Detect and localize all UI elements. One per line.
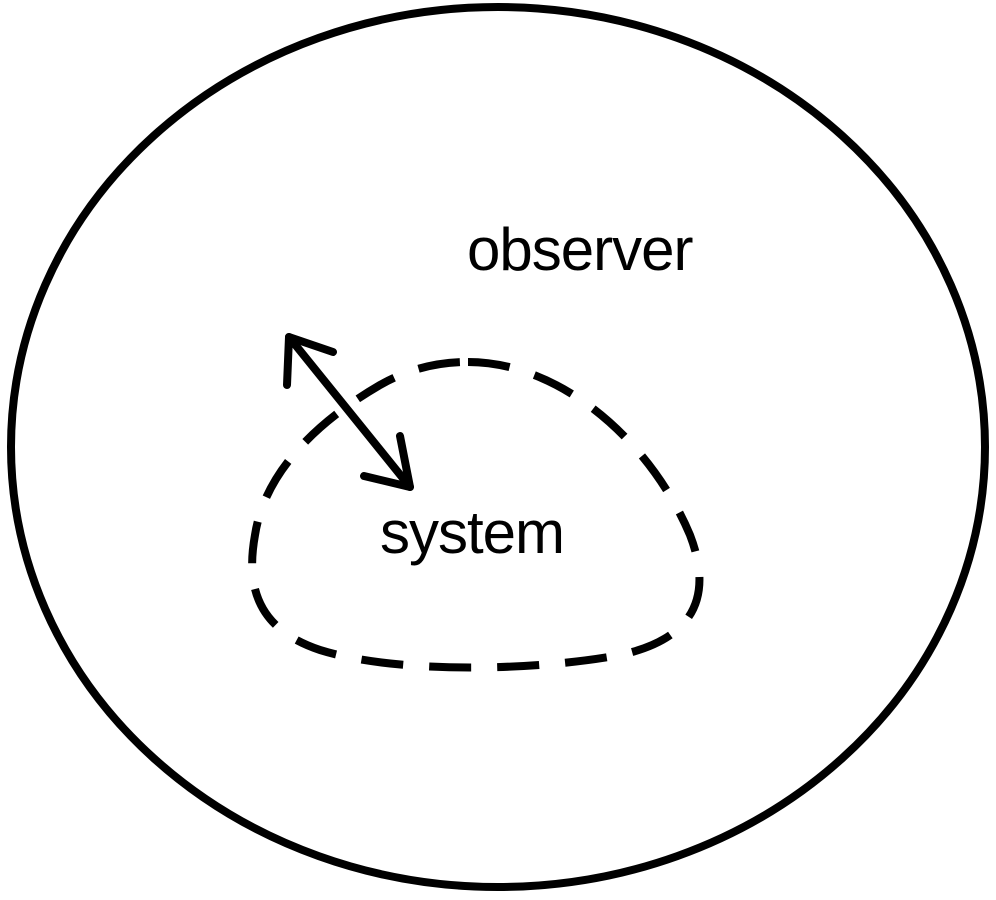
arrowhead-lower: [360, 432, 414, 491]
arrowhead-upper: [283, 333, 337, 389]
system-boundary: [248, 357, 704, 672]
system-label: system: [380, 499, 564, 566]
observer-label: observer: [467, 216, 692, 283]
observer-boundary: [7, 3, 989, 891]
interaction-arrow-shaft: [285, 333, 414, 491]
interaction-arrow: [283, 333, 414, 491]
